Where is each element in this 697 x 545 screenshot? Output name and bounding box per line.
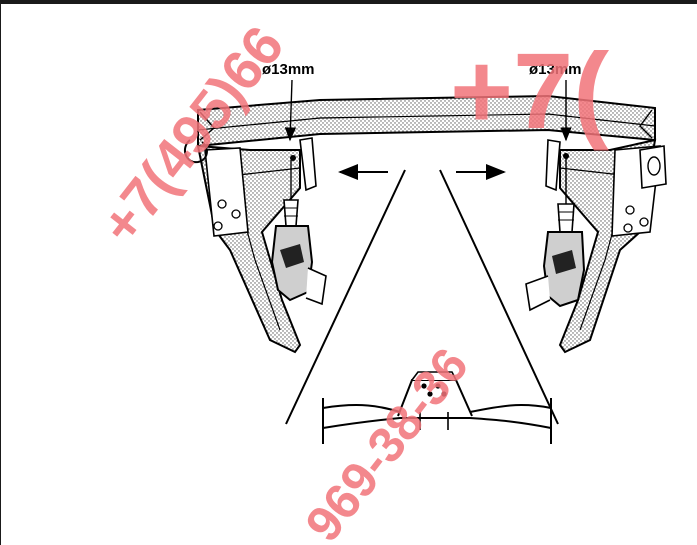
right-diameter-label: ø13mm bbox=[529, 61, 582, 78]
watermark-phone-right: +7( bbox=[450, 30, 609, 151]
right-drill bbox=[525, 158, 586, 312]
magnification-wedge bbox=[285, 169, 559, 425]
crossmember-detail bbox=[322, 371, 552, 444]
right-side-member bbox=[545, 138, 667, 354]
watermark: +7(495)66 969-38-36 +7( bbox=[88, 14, 609, 545]
left-diameter-label: ø13mm bbox=[262, 61, 315, 78]
left-drill bbox=[270, 160, 327, 306]
leader-lines bbox=[284, 79, 572, 142]
left-side-member bbox=[183, 137, 317, 354]
